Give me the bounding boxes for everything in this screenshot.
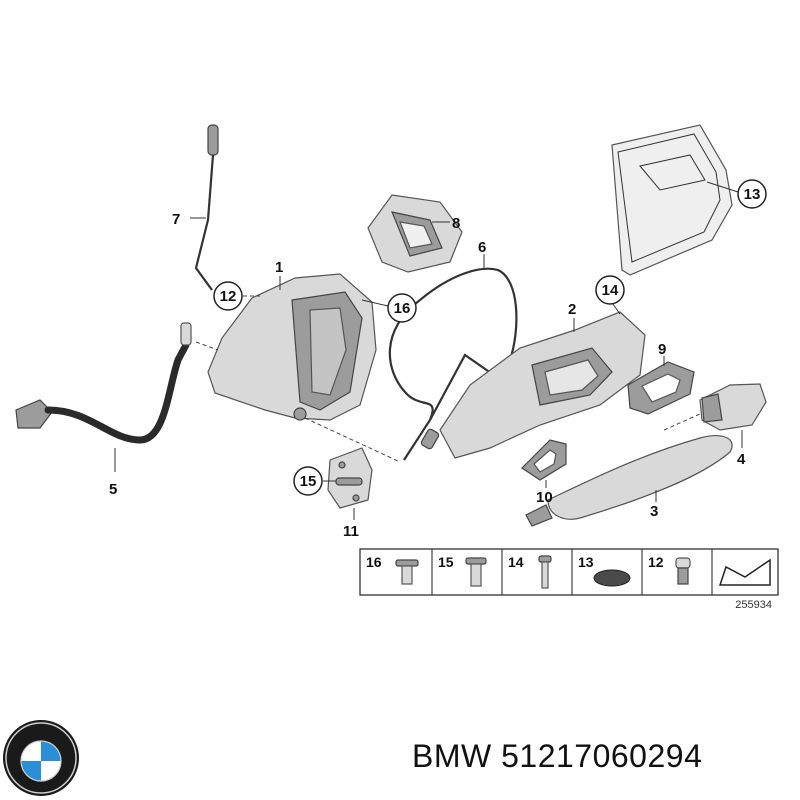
legend-cell-16: 16 bbox=[366, 554, 419, 585]
callout-8: 8 bbox=[452, 215, 460, 232]
torx-bolt-icon bbox=[465, 557, 487, 587]
bracket-part bbox=[367, 194, 463, 273]
rear-door-part bbox=[611, 124, 739, 276]
callout-3: 3 bbox=[650, 503, 658, 520]
callout-2: 2 bbox=[568, 301, 576, 318]
callout-10: 10 bbox=[536, 489, 553, 506]
svg-text:4: 4 bbox=[737, 451, 746, 468]
svg-text:2: 2 bbox=[568, 301, 576, 318]
svg-text:3: 3 bbox=[650, 503, 658, 520]
svg-text:1: 1 bbox=[275, 259, 283, 276]
svg-text:9: 9 bbox=[658, 341, 666, 358]
callout-11: 11 bbox=[343, 523, 359, 540]
svg-text:13: 13 bbox=[744, 186, 761, 203]
callout-14: 14 bbox=[595, 275, 625, 305]
flange-bolt-icon bbox=[395, 559, 419, 585]
clip-icon bbox=[675, 557, 691, 585]
svg-text:7: 7 bbox=[172, 211, 180, 228]
svg-text:5: 5 bbox=[109, 481, 117, 498]
svg-text:15: 15 bbox=[438, 554, 454, 570]
svg-text:13: 13 bbox=[578, 554, 594, 570]
bowden-cable-part bbox=[15, 322, 219, 472]
direction-arrow-icon bbox=[718, 558, 771, 586]
callout-16: 16 bbox=[387, 293, 417, 323]
callout-6: 6 bbox=[478, 239, 486, 256]
callout-1: 1 bbox=[275, 259, 283, 276]
svg-text:14: 14 bbox=[508, 554, 524, 570]
svg-text:6: 6 bbox=[478, 239, 486, 256]
release-cable-part bbox=[388, 254, 518, 461]
bmw-logo: BMW bbox=[3, 704, 79, 796]
part-number-caption: BMW 51217060294 bbox=[412, 738, 703, 774]
callout-12: 12 bbox=[213, 281, 243, 311]
plug-icon bbox=[593, 569, 631, 587]
lock-rod-part bbox=[190, 124, 219, 291]
svg-text:11: 11 bbox=[343, 523, 359, 540]
callout-4: 4 bbox=[737, 451, 746, 468]
fastener-legend: 16 15 14 13 12 bbox=[359, 548, 779, 596]
handle-carrier-part bbox=[439, 299, 646, 459]
callout-15: 15 bbox=[293, 466, 323, 496]
assembly-line bbox=[304, 417, 401, 463]
svg-text:15: 15 bbox=[300, 473, 317, 490]
diagram-reference-number: 255934 bbox=[735, 599, 772, 611]
gasket-part bbox=[627, 356, 695, 415]
door-lock-part bbox=[207, 273, 389, 421]
svg-text:14: 14 bbox=[602, 282, 619, 299]
callout-13: 13 bbox=[737, 179, 767, 209]
svg-text:12: 12 bbox=[648, 554, 664, 570]
striker-part bbox=[323, 447, 373, 520]
svg-text:BMW: BMW bbox=[18, 704, 63, 722]
svg-text:16: 16 bbox=[366, 554, 382, 570]
legend-cell-15: 15 bbox=[438, 554, 487, 587]
door-handle-part bbox=[525, 435, 733, 527]
svg-text:10: 10 bbox=[536, 489, 553, 506]
legend-cell-12: 12 bbox=[648, 554, 691, 585]
handle-cap-part bbox=[663, 383, 767, 448]
callout-7: 7 bbox=[172, 211, 180, 228]
small-gasket-part bbox=[521, 439, 567, 488]
svg-text:8: 8 bbox=[452, 215, 460, 232]
svg-text:16: 16 bbox=[394, 300, 411, 317]
screw-icon bbox=[538, 555, 552, 589]
legend-cell-arrow bbox=[718, 558, 771, 586]
legend-cell-13: 13 bbox=[578, 554, 631, 587]
svg-text:12: 12 bbox=[220, 288, 237, 305]
callout-9: 9 bbox=[658, 341, 666, 358]
legend-cell-14: 14 bbox=[508, 554, 552, 589]
callout-5: 5 bbox=[109, 481, 117, 498]
